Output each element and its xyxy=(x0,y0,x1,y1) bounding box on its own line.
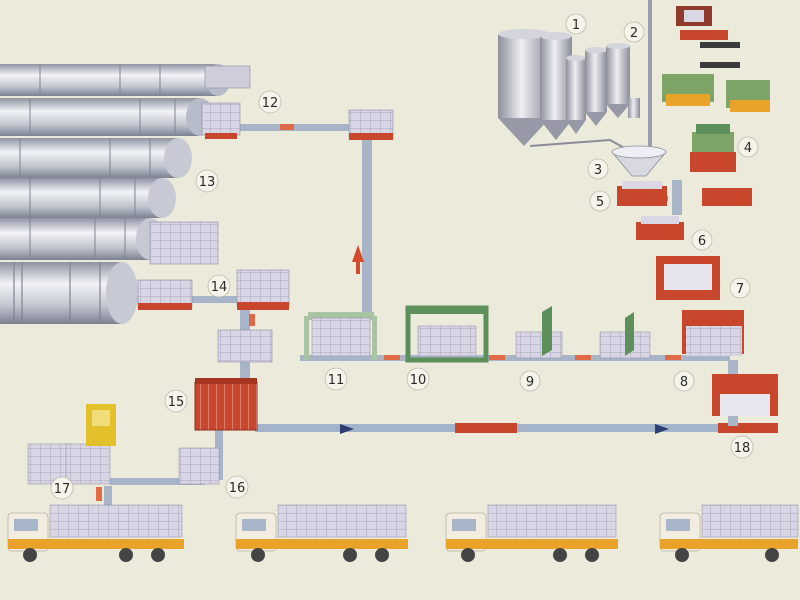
svg-text:5: 5 xyxy=(596,195,604,210)
step-label-15: 15 xyxy=(164,389,188,413)
step-label-14: 14 xyxy=(207,274,231,298)
svg-text:15: 15 xyxy=(168,395,185,410)
packing-area xyxy=(27,378,258,485)
step-label-10: 10 xyxy=(406,367,430,391)
svg-text:7: 7 xyxy=(736,282,744,297)
svg-text:16: 16 xyxy=(229,481,246,496)
step-label-18: 18 xyxy=(730,435,754,459)
block-stack xyxy=(236,269,290,307)
svg-text:1: 1 xyxy=(572,18,580,33)
raw-material-silos xyxy=(498,29,640,151)
svg-text:17: 17 xyxy=(54,482,71,497)
truck xyxy=(235,504,408,562)
truck xyxy=(445,504,618,562)
step-label-7: 7 xyxy=(729,277,751,299)
step-labels: 1 2 3 4 5 6 7 8 9 10 11 12 13 14 15 16 1… xyxy=(50,13,759,500)
step-label-3: 3 xyxy=(587,158,609,180)
autoclave xyxy=(0,218,219,265)
step-label-9: 9 xyxy=(519,370,541,392)
step-label-1: 1 xyxy=(565,13,587,35)
mould-return-line xyxy=(662,6,770,112)
autoclave-bank xyxy=(0,64,251,324)
step-label-16: 16 xyxy=(225,475,249,499)
step-label-5: 5 xyxy=(589,190,611,212)
svg-text:6: 6 xyxy=(698,234,706,249)
right-arrow-icon xyxy=(340,424,354,434)
svg-text:12: 12 xyxy=(262,96,279,111)
svg-text:3: 3 xyxy=(594,163,602,178)
svg-text:8: 8 xyxy=(680,375,688,390)
truck xyxy=(7,504,184,562)
svg-text:13: 13 xyxy=(199,175,216,190)
autoclave xyxy=(0,64,251,96)
svg-text:2: 2 xyxy=(630,26,638,41)
cutting-line xyxy=(304,305,651,363)
svg-text:18: 18 xyxy=(734,441,751,456)
autoclave xyxy=(0,98,241,136)
step-label-12: 12 xyxy=(258,90,282,114)
flow-arrows xyxy=(96,124,681,501)
truck xyxy=(659,504,799,562)
svg-text:10: 10 xyxy=(410,373,427,388)
transfer-car xyxy=(718,423,778,433)
step-label-11: 11 xyxy=(324,367,348,391)
step-label-4: 4 xyxy=(737,136,759,158)
svg-text:4: 4 xyxy=(744,141,752,156)
step-label-6: 6 xyxy=(691,229,713,251)
autoclave xyxy=(0,178,176,218)
mixer xyxy=(611,0,667,177)
autoclave xyxy=(0,262,193,324)
svg-text:14: 14 xyxy=(211,280,228,295)
step-label-8: 8 xyxy=(673,370,695,392)
right-arrow-icon xyxy=(655,424,669,434)
svg-text:11: 11 xyxy=(328,373,345,388)
step-label-2: 2 xyxy=(623,21,645,43)
autoclave xyxy=(0,138,192,178)
step-label-17: 17 xyxy=(50,476,74,500)
transfer-car xyxy=(455,423,517,433)
pre-curing-chamber xyxy=(656,256,744,356)
up-arrow-icon xyxy=(352,245,364,262)
block-stack xyxy=(217,329,273,363)
step-label-13: 13 xyxy=(195,169,219,193)
moulding-station xyxy=(617,124,752,240)
svg-text:9: 9 xyxy=(526,375,534,390)
